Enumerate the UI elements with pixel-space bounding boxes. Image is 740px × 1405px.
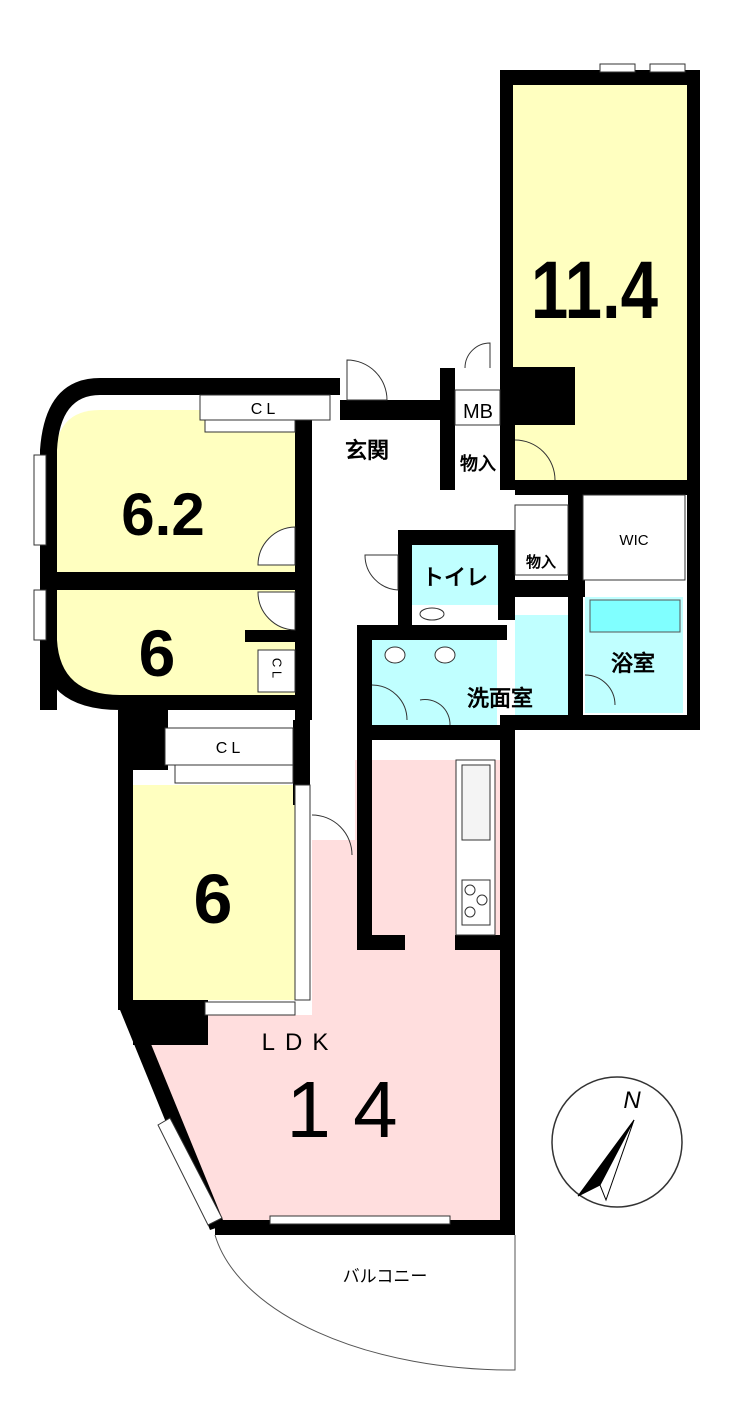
door-swings	[214, 342, 616, 1371]
closet-low-label: CL	[216, 740, 244, 757]
bathtub	[589, 599, 681, 633]
storage-label-1: 物入	[460, 453, 496, 475]
ldk-label: LDK	[262, 1029, 339, 1056]
fixtures	[33, 63, 686, 1226]
balcony-label: バルコニー	[343, 1267, 428, 1286]
bedroom-6-low-size: 6	[194, 860, 233, 938]
closet-mid-label: C L	[270, 658, 285, 678]
bedroom-6-mid-size: 6	[139, 616, 176, 690]
storage-label-2: 物入	[526, 553, 556, 571]
ldk-floor	[140, 760, 500, 1220]
washroom-floor-2	[515, 615, 570, 715]
ldk-size: 1 4	[286, 1065, 397, 1154]
bedroom-6-2-floor	[55, 410, 295, 572]
bathroom-label: 浴室	[611, 651, 655, 677]
compass-north-label: N	[623, 1087, 641, 1114]
compass: N	[551, 1076, 683, 1208]
master-bedroom-size: 11.4	[531, 244, 658, 336]
bedroom-6-mid-floor	[55, 590, 295, 695]
toilet-label: トイレ	[422, 566, 488, 591]
north-arrow-half-icon	[599, 1119, 635, 1202]
wic-label: WIC	[619, 532, 648, 549]
entrance-label: 玄関	[345, 438, 389, 464]
compass-circle	[551, 1076, 683, 1208]
washroom-label: 洗面室	[467, 686, 533, 712]
bedroom-6-2-size: 6.2	[121, 481, 204, 548]
bedroom-6-low-floor	[133, 785, 295, 1000]
closet-top-label: CL	[251, 401, 279, 418]
toilet-floor	[412, 545, 498, 605]
meter-box-label: MB	[463, 401, 493, 423]
